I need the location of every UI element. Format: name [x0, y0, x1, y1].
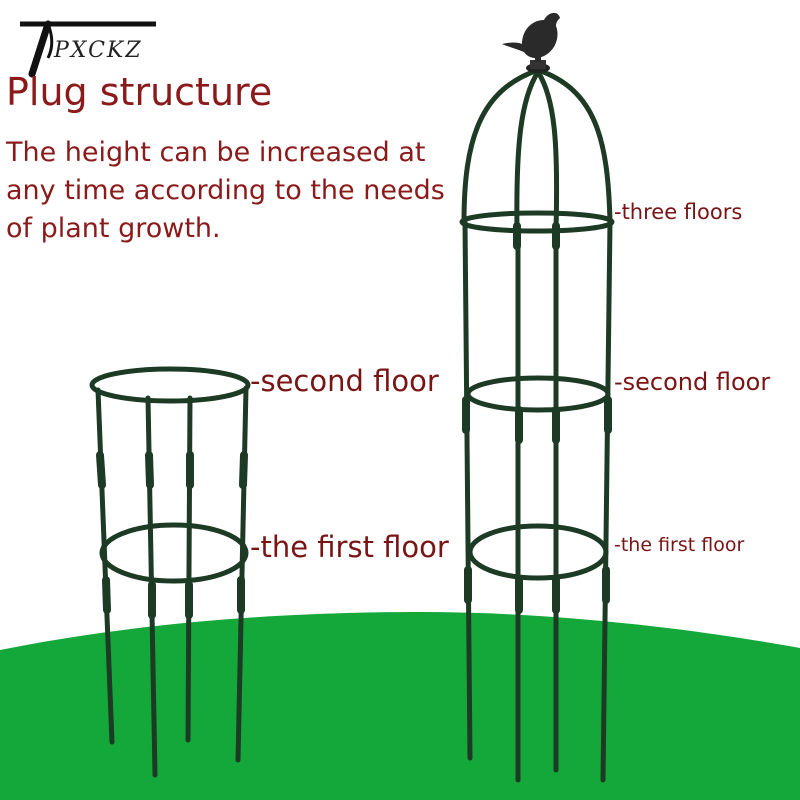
label-first-floor-right: -the first floor: [614, 534, 745, 556]
page-title: Plug structure: [6, 70, 273, 114]
label-second-floor-right: -second floor: [614, 368, 771, 396]
grass-hill: [0, 612, 800, 800]
brand-logo-icon: [20, 20, 156, 78]
right-trellis: [459, 67, 615, 783]
brand-name: PXCKZ: [54, 38, 143, 63]
left-trellis: [89, 366, 251, 778]
finial-base: [526, 60, 550, 73]
description-text: The height can be increased at any time …: [6, 137, 445, 244]
label-first-floor-left: -the first floor: [250, 530, 449, 564]
label-three-floors: -three floors: [614, 200, 743, 224]
bird-finial-icon: [502, 12, 560, 62]
label-second-floor-left: -second floor: [250, 364, 439, 398]
